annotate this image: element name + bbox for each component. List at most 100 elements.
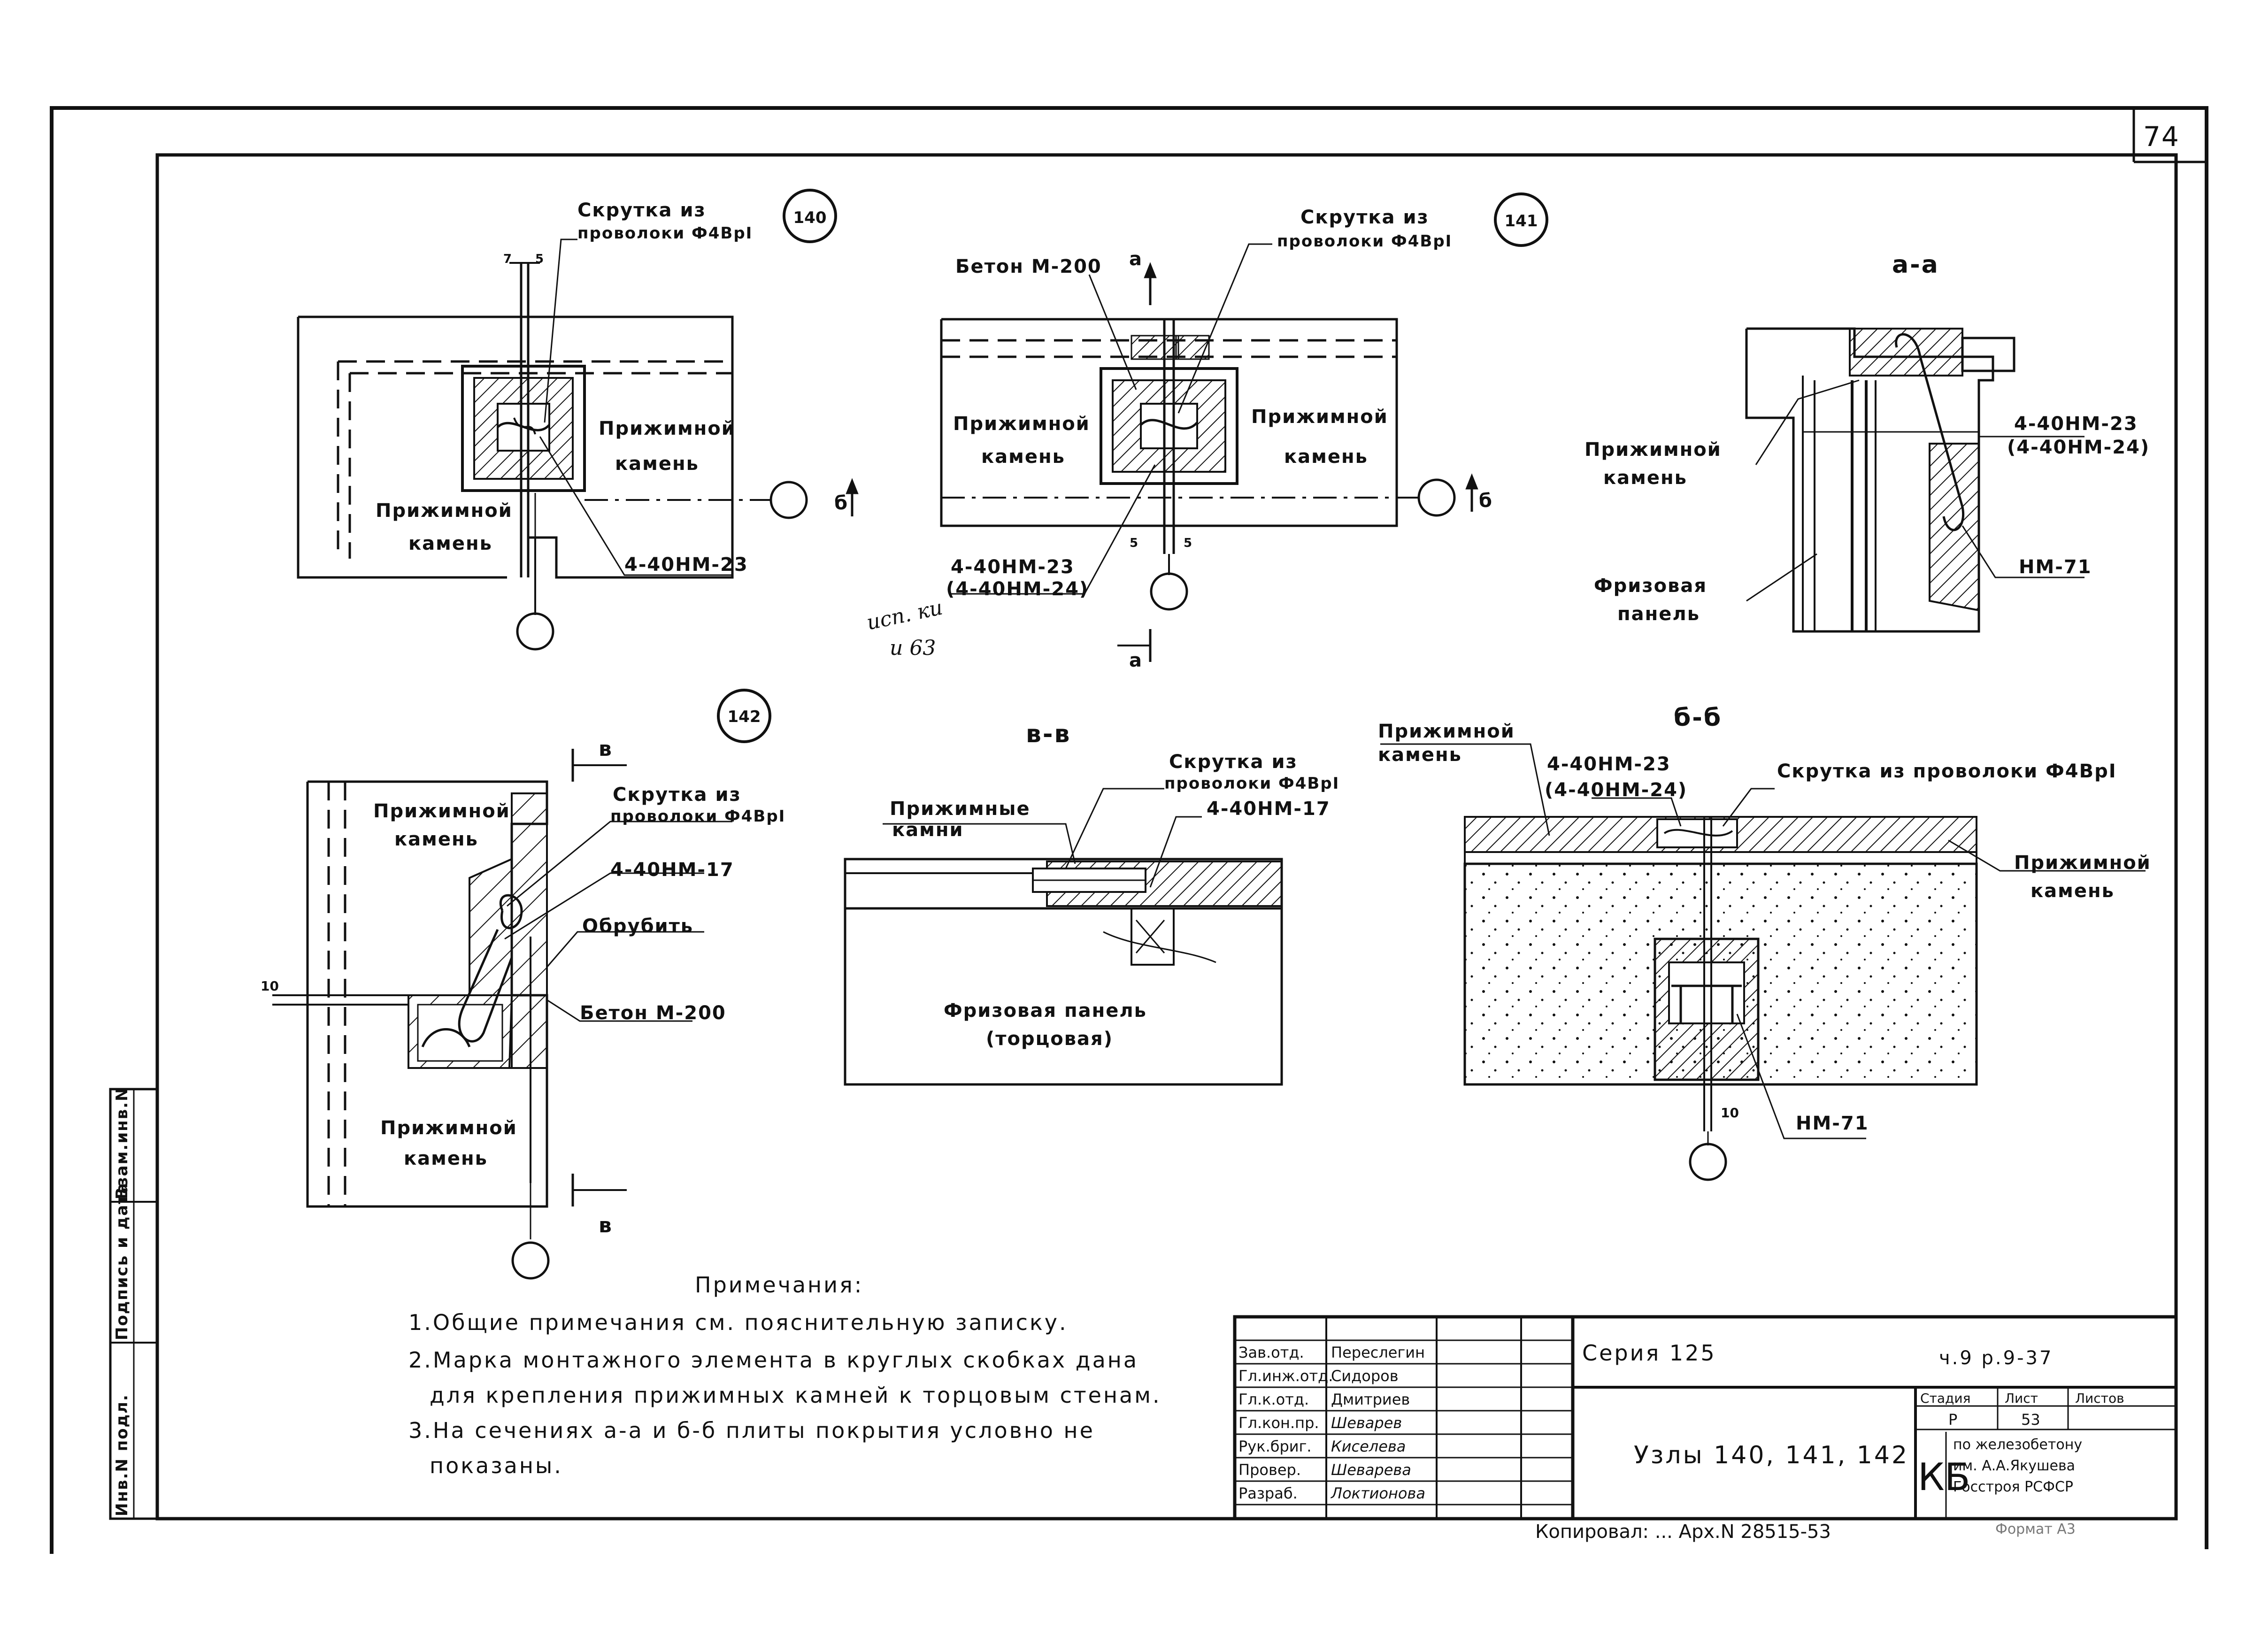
detail-141-section-mark-side: б (1479, 490, 1492, 512)
tb-code: ч.9 р.9-37 (1939, 1347, 2054, 1369)
tb-col-sheets: Листов (2075, 1391, 2124, 1406)
section-aa-anchor-mark: НМ-71 (2019, 556, 2092, 578)
tb-col-sheet: Лист (2005, 1391, 2038, 1406)
section-bb-anchor-mark: НМ-71 (1796, 1113, 1869, 1134)
tb-sheet: 53 (2021, 1411, 2040, 1429)
tb-role-3: Гл.к.отд. (1238, 1391, 1309, 1408)
section-bb-stone-right-2: камень (2031, 880, 2115, 902)
section-vv-stones-1: Прижимные (890, 798, 1031, 820)
section-bb-stone-right-1: Прижимной (2014, 852, 2151, 874)
section-vv-element-mark: 4-40НМ-17 (1207, 798, 1331, 820)
notes-line-1: 1.Общие примечания см. пояснительную зап… (408, 1310, 1068, 1335)
section-bb-title: б-б (1674, 704, 1723, 732)
notes-line-4: 3.На сечениях а-а и б-б плиты покрытия у… (408, 1418, 1095, 1443)
stamp-podpis-data: Подпись и дата (113, 1182, 131, 1340)
section-aa-element-mark-alt: (4-40НМ-24) (2007, 437, 2150, 458)
detail-141-element-mark: 4-40НМ-23 (951, 556, 1075, 578)
detail-141-section-mark-top: а (1129, 248, 1142, 270)
detail-140-element-mark: 4-40НМ-23 (624, 554, 748, 576)
section-vv-twist-label-1: Скрутка из (1169, 751, 1298, 773)
stamp-vzam-inv: Взам.инв.N (113, 1087, 131, 1199)
detail-140-dim-left: 7 (503, 252, 512, 266)
detail-140-dim-right: 5 (535, 252, 544, 266)
detail-142-number: 142 (728, 707, 761, 726)
detail-141-dim-left: 5 (1130, 536, 1138, 550)
notes-heading: Примечания: (695, 1272, 864, 1298)
detail-142-stone-top-2: камень (394, 829, 478, 850)
section-vv-stones-2: камни (892, 819, 964, 841)
section-bb-dim: 10 (1721, 1105, 1739, 1121)
detail-140-twist-label-2: проволоки Ф4ВрI (577, 224, 753, 243)
section-bb-stone-top-1: Прижимной (1378, 721, 1515, 742)
tb-drawing-title: Узлы 140, 141, 142 (1634, 1441, 1909, 1469)
stamp-inv-podl: Инв.N подл. (113, 1394, 131, 1516)
tb-name-1: Переслегин (1331, 1344, 1425, 1361)
tb-name-5: Киселева (1331, 1437, 1406, 1455)
detail-142-section-mark-bottom: в (599, 1214, 612, 1237)
page-number: 74 (2143, 121, 2180, 153)
section-bb-element-mark: 4-40НМ-23 (1547, 753, 1671, 775)
detail-142-stone-bottom-1: Прижимной (380, 1117, 517, 1139)
detail-142-stone-bottom-2: камень (404, 1148, 488, 1169)
tb-format: Формат А3 (1995, 1521, 2076, 1537)
section-bb-drawing (1380, 743, 2146, 1181)
tb-role-1: Зав.отд. (1238, 1344, 1304, 1361)
section-aa-stone-1: Прижимной (1585, 439, 1722, 461)
detail-142-twist-label-1: Скрутка из (613, 784, 741, 806)
section-bb-element-mark-alt: (4-40НМ-24) (1545, 779, 1688, 801)
section-bb-twist-label: Скрутка из проволоки Ф4ВрI (1777, 761, 2117, 782)
tb-role-5: Рук.бриг. (1238, 1437, 1312, 1455)
sheet-frame (50, 106, 2208, 1554)
detail-142-drawing (272, 689, 771, 1280)
notes-line-2: 2.Марка монтажного элемента в круглых ск… (408, 1347, 1139, 1373)
detail-142-dim: 10 (261, 978, 279, 994)
section-vv-drawing (844, 788, 1283, 1086)
detail-140-twist-label-1: Скрутка из (577, 200, 706, 221)
tb-name-2: Сидоров (1331, 1367, 1399, 1385)
detail-141-stone-right-2: камень (1284, 446, 1368, 468)
detail-141-handwritten-2: и 63 (890, 636, 936, 660)
tb-role-7: Разраб. (1238, 1484, 1298, 1502)
section-vv-twist-label-2: проволоки Ф4ВрI (1164, 774, 1340, 793)
tb-org-mark: КБ (1918, 1455, 1970, 1499)
tb-org-line-1: по железобетону (1953, 1437, 2083, 1453)
tb-name-7: Локтионова (1331, 1484, 1425, 1502)
section-aa-stone-2: камень (1603, 467, 1687, 489)
detail-142-element-mark: 4-40НМ-17 (610, 859, 734, 881)
detail-140-stone-right-1: Прижимной (599, 418, 736, 439)
tb-org-line-3: Госстроя РСФСР (1953, 1479, 2073, 1495)
section-aa-frieze-2: панель (1617, 603, 1700, 625)
detail-142-twist-label-2: проволоки Ф4ВрI (610, 807, 786, 826)
section-aa-title: а-а (1892, 251, 1939, 279)
detail-142-concrete-label: Бетон М-200 (580, 1002, 726, 1024)
detail-141-element-mark-alt: (4-40НМ-24) (946, 578, 1089, 600)
detail-140-stone-left-1: Прижимной (376, 500, 513, 522)
detail-141-twist-label-2: проволоки Ф4ВрI (1277, 232, 1453, 251)
detail-140-stone-left-2: камень (408, 533, 492, 554)
section-vv-title: в-в (1026, 720, 1071, 748)
detail-142-stone-top-1: Прижимной (373, 800, 510, 822)
section-bb-stone-top-2: камень (1378, 744, 1462, 766)
notes-line-3: для крепления прижимных камней к торцовы… (430, 1383, 1161, 1408)
tb-col-stage: Стадия (1920, 1391, 1971, 1406)
tb-stage: Р (1948, 1411, 1958, 1429)
detail-141-twist-label-1: Скрутка из (1300, 207, 1429, 228)
notes-line-5: показаны. (430, 1453, 563, 1478)
section-aa-drawing (1745, 327, 2084, 633)
tb-series: Серия 125 (1582, 1340, 1716, 1366)
tb-role-2: Гл.инж.отд. (1238, 1367, 1333, 1385)
title-block-frame (1233, 1315, 2178, 1521)
tb-role-6: Провер. (1238, 1461, 1301, 1479)
section-vv-panel-2: (торцовая) (986, 1028, 1113, 1050)
detail-141-section-mark-bottom: а (1129, 650, 1142, 671)
detail-141-concrete-label: Бетон М-200 (955, 256, 1102, 277)
detail-142-section-mark-top: в (599, 737, 612, 761)
tb-name-4: Шеварев (1331, 1414, 1402, 1432)
tb-copied-stamp: Копировал: ... Арх.N 28515-53 (1535, 1521, 1831, 1543)
detail-141-dim-right: 5 (1184, 536, 1192, 550)
detail-142-cut-label: Обрубить (582, 915, 694, 937)
section-aa-frieze-1: Фризовая (1594, 575, 1708, 597)
detail-141-drawing (940, 192, 1548, 662)
detail-141-stone-right-1: Прижимной (1251, 406, 1388, 428)
